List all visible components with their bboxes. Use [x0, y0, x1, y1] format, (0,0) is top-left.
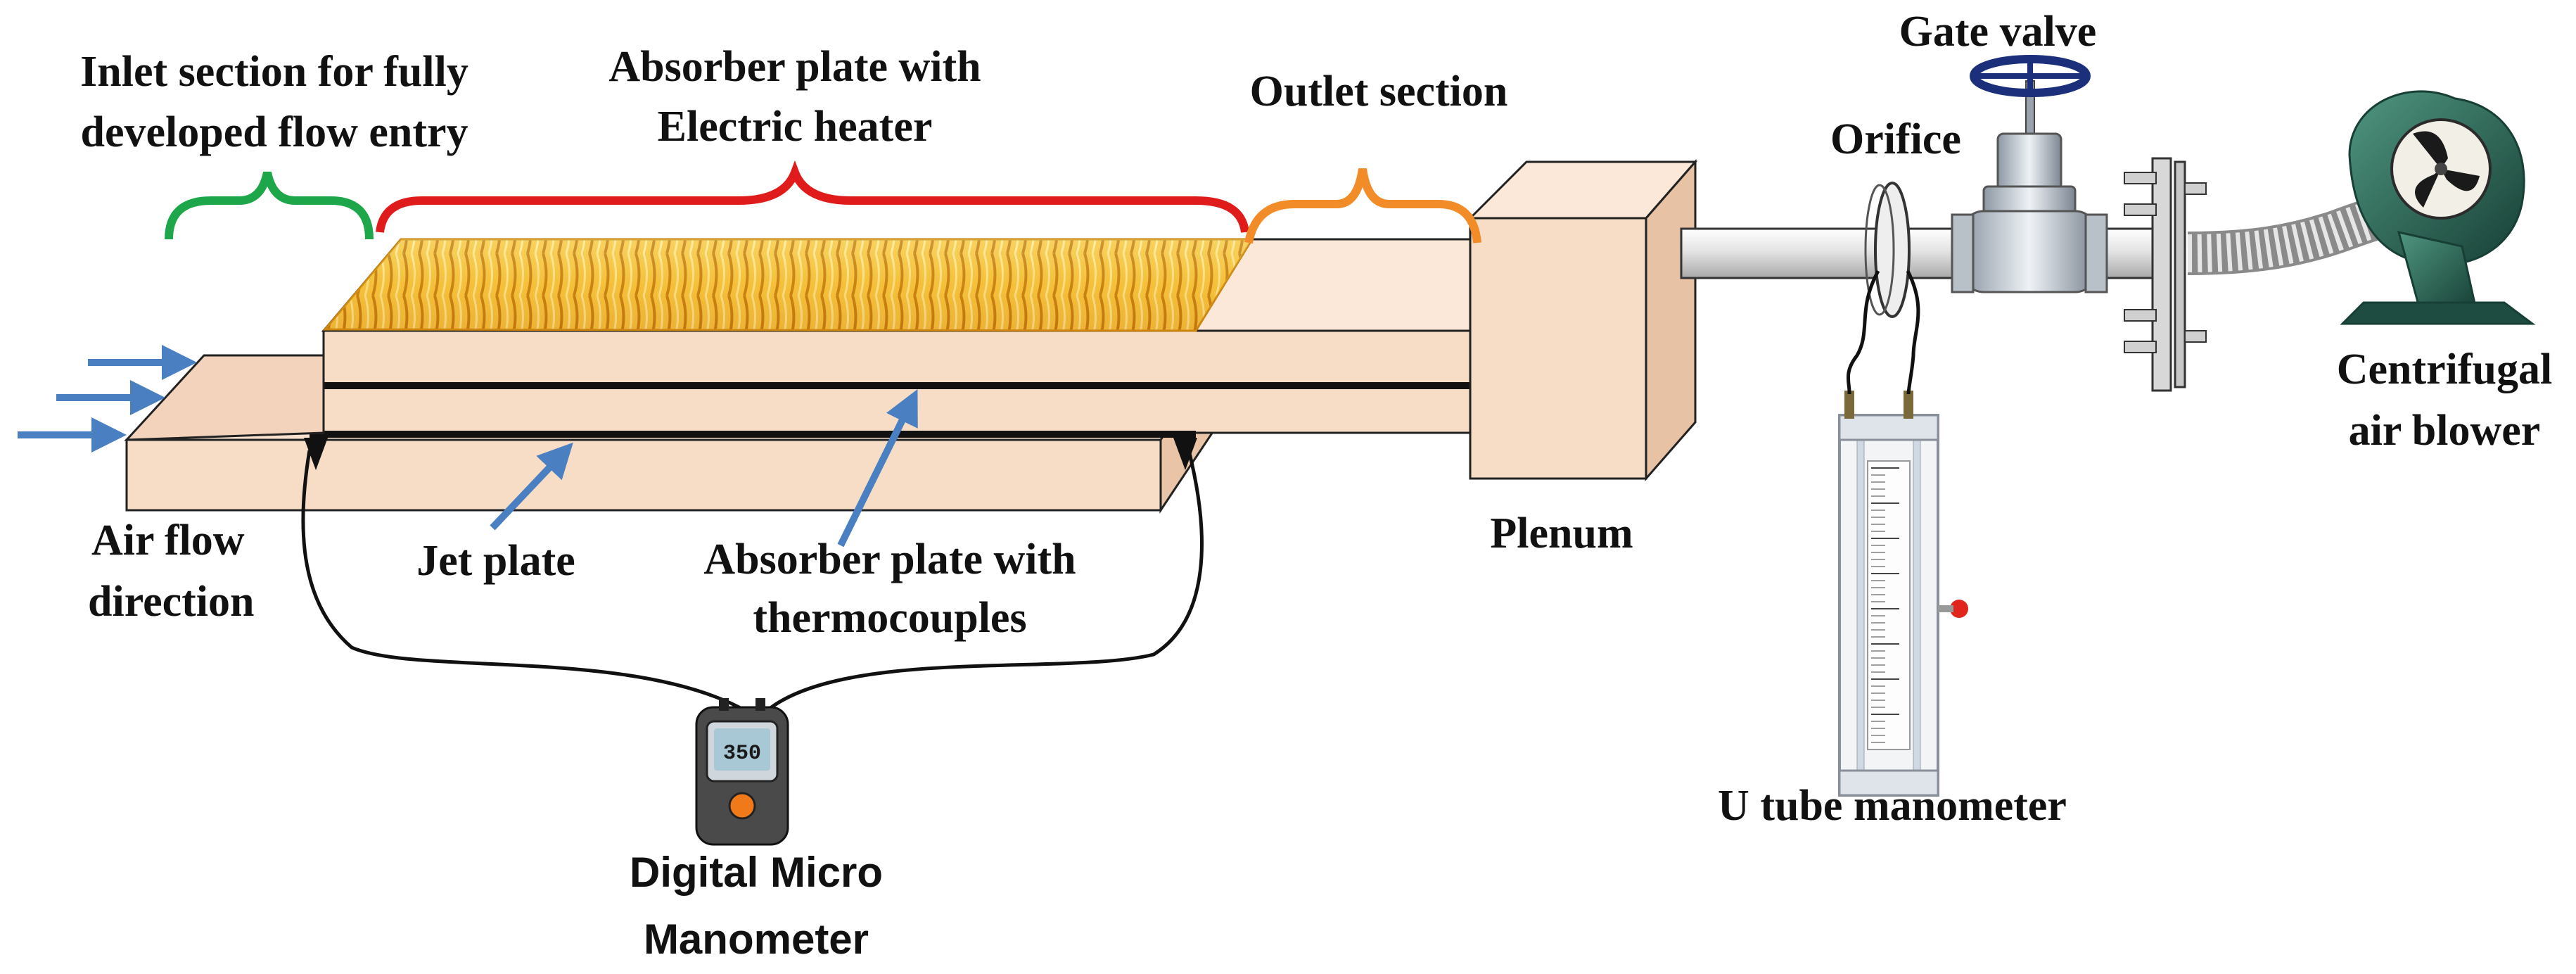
valve-flange-left — [1951, 213, 1975, 293]
valve-handwheel-icon — [1970, 55, 2091, 97]
manometer-cap — [1838, 414, 1939, 441]
absorber-heater-label-line2: Electric heater — [658, 103, 933, 151]
support-right — [1173, 438, 1197, 470]
flange-plate-inner — [2174, 160, 2186, 388]
air-flow-label-line1: Air flow — [91, 517, 245, 564]
micro-manometer-button — [728, 792, 756, 820]
orifice-tap-right — [1906, 270, 1920, 395]
outlet-label: Outlet section — [1250, 68, 1508, 115]
inlet-wedge — [124, 354, 325, 441]
inlet-label-line1: Inlet section for fully — [80, 48, 468, 96]
plenum-box — [1467, 159, 1698, 481]
manometer-tube-right — [1913, 436, 1921, 775]
manometer-tube-left — [1856, 436, 1865, 775]
u-tube-label: U tube manometer — [1718, 782, 2067, 830]
orifice-disc-back — [1864, 184, 1895, 316]
orifice-tap-left — [1846, 270, 1880, 395]
flange-bolt-6 — [2184, 330, 2207, 343]
pressure-tube-left — [301, 450, 747, 713]
inlet-brace — [165, 171, 374, 240]
flange-bolt-2 — [2124, 203, 2157, 216]
manometer-valve-knob — [1950, 600, 1968, 618]
air-flow-arrows — [18, 345, 918, 548]
absorber-tc-label-line1: Absorber plate with — [703, 536, 1076, 583]
gate-valve — [1951, 55, 2108, 293]
manometer-scale-ticks — [1871, 467, 1899, 743]
flange-bolt-5 — [2184, 182, 2207, 195]
plenum-side — [1645, 159, 1697, 481]
gate-valve-label: Gate valve — [1899, 8, 2097, 56]
centrifugal-blower — [2340, 90, 2536, 325]
micro-manometer-reading: 350 — [723, 742, 761, 766]
test-duct — [124, 238, 1472, 514]
digital-micro-manometer: 350 — [695, 698, 789, 846]
plenum-front — [1469, 217, 1647, 480]
manometer-knob-stem — [1938, 605, 1953, 612]
absorber-plate-pointer — [837, 389, 918, 548]
absorber-tc-label-line2: thermocouples — [753, 594, 1026, 642]
flange-bolt-1 — [2124, 172, 2157, 184]
diagram-labels: Inlet section for fully developed flow e… — [80, 8, 2552, 963]
manometer-scale — [1867, 460, 1911, 750]
manometer-port-right — [1904, 391, 1913, 419]
blower-base — [2340, 301, 2536, 325]
absorber-heater-label-line1: Absorber plate with — [608, 43, 981, 91]
u-tube-manometer — [1838, 391, 1968, 797]
plenum-label: Plenum — [1490, 510, 1633, 557]
heater-brace — [376, 160, 1249, 233]
manometer-port-left — [1844, 391, 1854, 419]
flange-bolt-3 — [2124, 309, 2157, 322]
blower-label-line1: Centrifugal — [2337, 346, 2553, 393]
outlet-brace — [1244, 168, 1481, 244]
orifice-disc — [1874, 182, 1911, 318]
flange-bolt-4 — [2124, 341, 2157, 353]
micro-manometer-label-line2: Manometer — [644, 916, 869, 963]
valve-body — [1961, 210, 2098, 293]
micro-manometer-screen — [714, 728, 770, 771]
micro-manometer-label-line1: Digital Micro — [630, 849, 883, 896]
support-left — [304, 438, 328, 470]
air-flow-label-line2: direction — [88, 578, 255, 626]
orifice-label: Orifice — [1830, 115, 1961, 163]
duct-upper-front — [322, 329, 1472, 434]
blower-label-line2: air blower — [2349, 407, 2541, 455]
duct-lower-slab-front — [125, 438, 1162, 512]
pipe-flange — [2124, 157, 2207, 392]
heater-coil-shade — [325, 239, 1252, 331]
micro-manometer-port-right — [755, 698, 765, 711]
orifice-plate — [1864, 182, 1911, 318]
fan-hub — [2435, 163, 2447, 175]
pressure-tube-right — [765, 450, 1204, 712]
valve-yoke — [1996, 132, 2062, 191]
fan-blade-icon — [2413, 131, 2480, 208]
manometer-foot — [1838, 769, 1939, 797]
flange-plate-outer — [2151, 157, 2172, 392]
inlet-label-line2: developed flow entry — [80, 108, 468, 156]
jet-plate-label: Jet plate — [416, 537, 575, 585]
micro-manometer-port-left — [719, 698, 729, 711]
jet-plate-pointer — [490, 442, 573, 531]
valve-flange-right — [2084, 213, 2108, 293]
